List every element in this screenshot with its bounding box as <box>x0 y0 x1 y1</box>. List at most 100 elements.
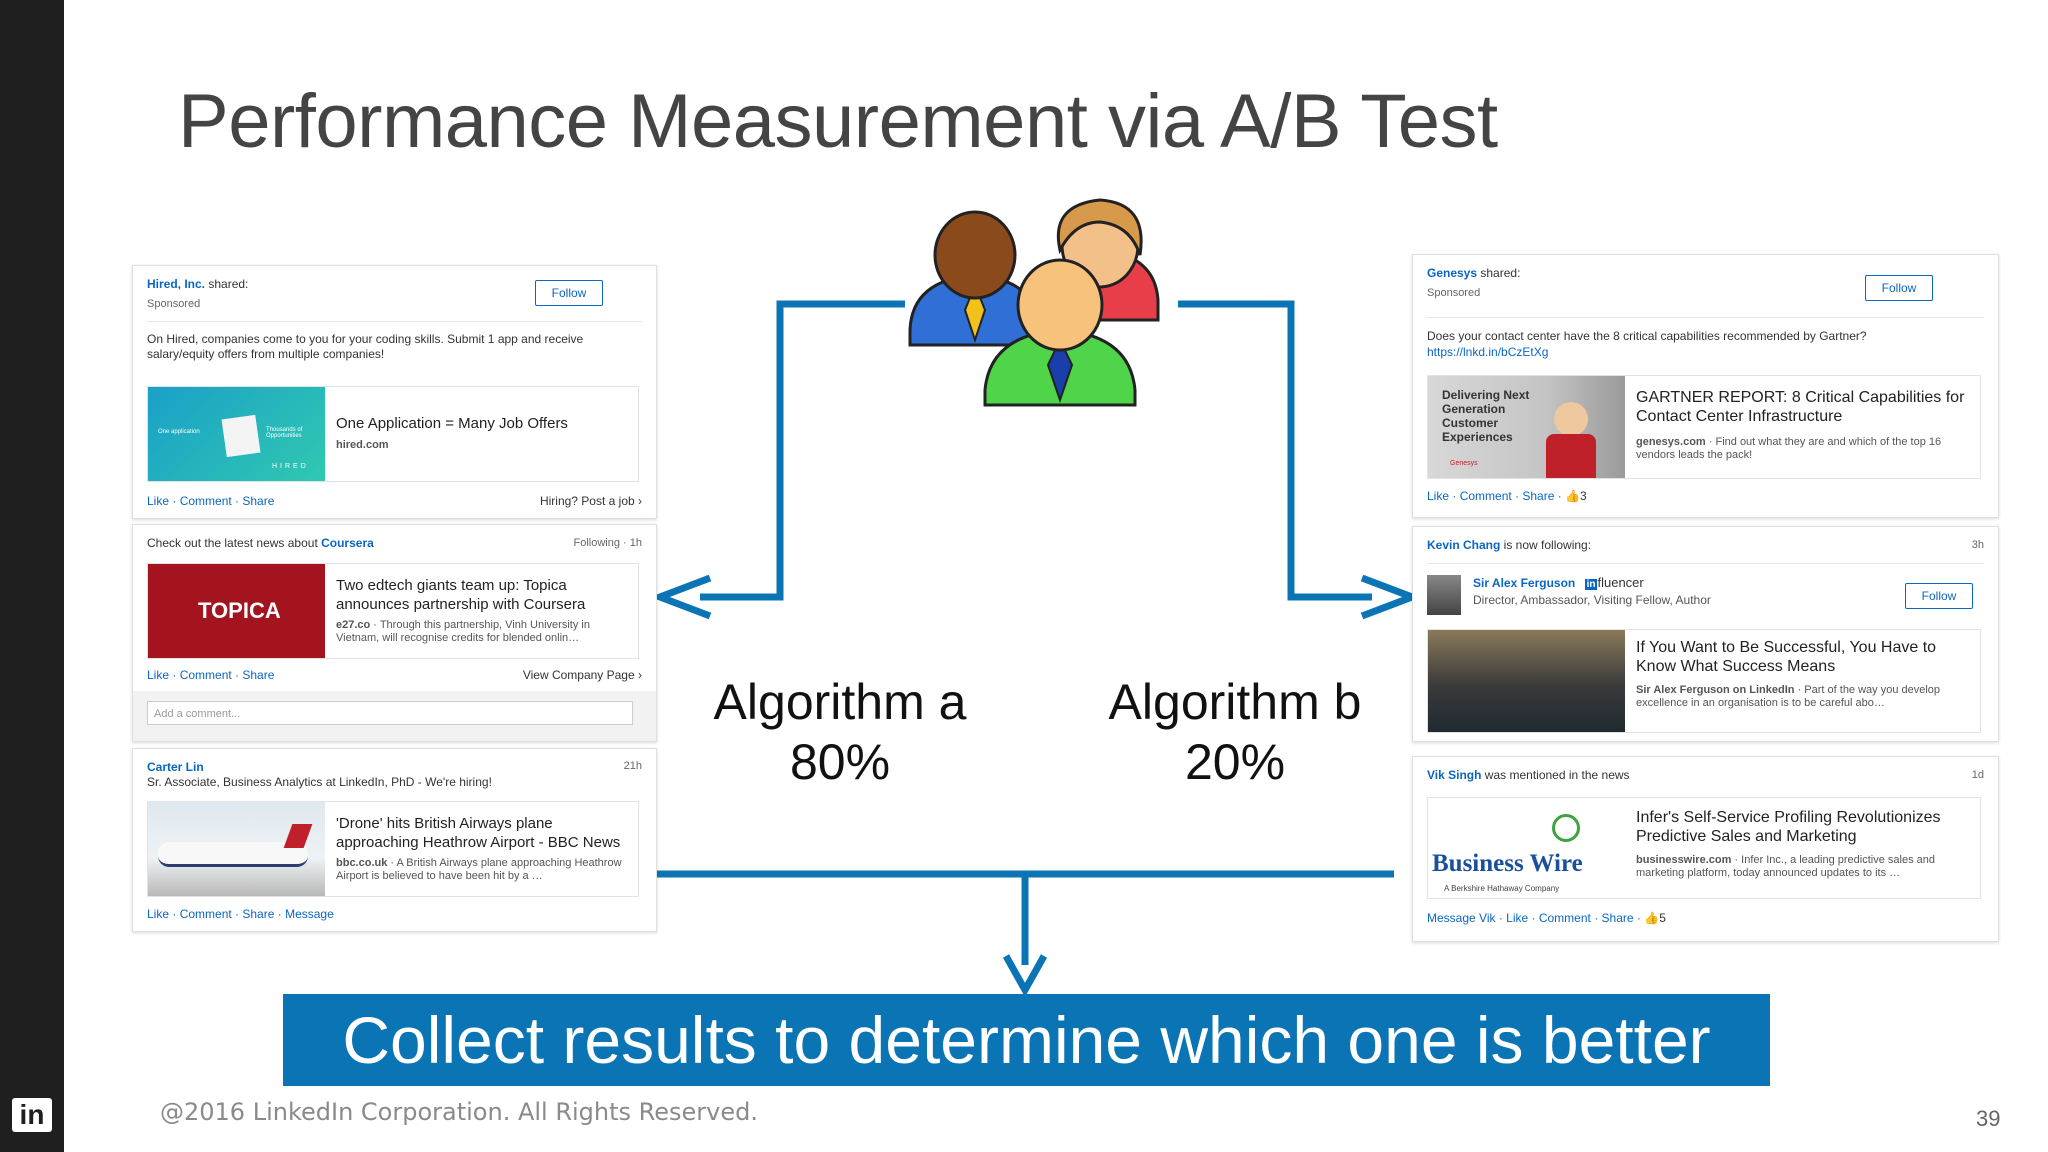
like-link[interactable]: Like <box>1427 489 1450 503</box>
left-sidebar: in <box>0 0 64 1152</box>
likes-count: 3 <box>1580 489 1587 503</box>
avatar[interactable] <box>1427 575 1461 615</box>
view-company-page-link[interactable]: View Company Page › <box>522 668 642 682</box>
follow-button[interactable]: Follow <box>535 280 603 306</box>
like-link[interactable]: Like <box>147 668 170 682</box>
airplane-icon <box>158 842 308 867</box>
article-preview[interactable]: If You Want to Be Successful, You Have t… <box>1427 629 1981 733</box>
algorithm-b-name: Algorithm b <box>1108 674 1362 730</box>
slide-title: Performance Measurement via A/B Test <box>178 79 1498 164</box>
share-link[interactable]: Share <box>1522 489 1555 503</box>
member-title: Sr. Associate, Business Analytics at Lin… <box>147 775 492 789</box>
member-name-link[interactable]: Vik Singh <box>1427 768 1482 782</box>
post-link[interactable]: https://lnkd.in/bCzEtXg <box>1427 345 1549 359</box>
share-link[interactable]: Share <box>242 494 275 508</box>
feed-card-vik-singh: Vik Singh was mentioned in the news 1d B… <box>1412 756 1999 942</box>
following-status[interactable]: Following <box>573 537 620 549</box>
member-name-link[interactable]: Kevin Chang <box>1427 538 1501 552</box>
page-number: 39 <box>1976 1106 2001 1131</box>
comment-link[interactable]: Comment <box>179 668 232 682</box>
influencer-badge-icon: in <box>1584 579 1598 590</box>
article-headline: If You Want to Be Successful, You Have t… <box>1636 639 1937 675</box>
article-preview[interactable]: Delivering Next Generation Customer Expe… <box>1427 375 1981 479</box>
share-link[interactable]: Share <box>1601 911 1634 925</box>
article-headline: One Application = Many Job Offers <box>336 415 568 432</box>
share-link[interactable]: Share <box>242 668 275 682</box>
article-source: e27.co <box>336 619 371 631</box>
copyright-text: @2016 LinkedIn Corporation. All Rights R… <box>160 1098 758 1126</box>
company-link[interactable]: Genesys <box>1427 266 1478 280</box>
message-link[interactable]: Message Vik <box>1427 911 1496 925</box>
thumbs-up-icon: 👍 <box>1565 489 1581 503</box>
article-snippet: Infer Inc., a leading predictive sales a… <box>1636 854 1935 879</box>
article-source: genesys.com <box>1636 436 1706 448</box>
feed-card-hired: Hired, Inc. shared: Sponsored Follow On … <box>132 265 657 519</box>
article-headline: GARTNER REPORT: 8 Critical Capabilities … <box>1636 389 1965 425</box>
map-icon <box>221 414 261 458</box>
feed-card-coursera: Check out the latest news about Coursera… <box>132 524 657 742</box>
sponsored-label: Sponsored <box>1427 287 1481 299</box>
article-thumbnail <box>1428 630 1625 732</box>
article-snippet: Through this partnership, Vinh Universit… <box>336 619 590 644</box>
feed-card-kevin-chang: Kevin Chang is now following: 3h Sir Ale… <box>1412 526 1999 742</box>
comment-link[interactable]: Comment <box>1459 489 1512 503</box>
feed-card-carter-lin: Carter Lin 21h Sr. Associate, Business A… <box>132 748 657 932</box>
article-snippet: Find out what they are and which of the … <box>1636 436 1942 461</box>
add-comment-input[interactable]: Add a comment... <box>147 701 633 725</box>
company-link[interactable]: Coursera <box>321 536 374 550</box>
influencer-name-link[interactable]: Sir Alex Ferguson <box>1473 576 1576 590</box>
article-snippet: Part of the way you develop excellence i… <box>1636 684 1941 709</box>
article-preview[interactable]: Business Wire A Berkshire Hathaway Compa… <box>1427 797 1981 899</box>
globe-icon <box>1552 814 1580 842</box>
algorithm-b-label: Algorithm b 20% <box>1090 672 1380 792</box>
arrow-to-right <box>1178 300 1372 601</box>
comment-link[interactable]: Comment <box>179 494 232 508</box>
like-link[interactable]: Like <box>147 907 170 921</box>
article-preview[interactable]: One application Thousands of Opportuniti… <box>147 386 639 482</box>
share-link[interactable]: Share <box>242 907 275 921</box>
algorithm-b-percent: 20% <box>1184 734 1286 790</box>
article-source: bbc.co.uk <box>336 857 388 869</box>
sponsored-label: Sponsored <box>147 298 201 310</box>
article-headline: Infer's Self-Service Profiling Revolutio… <box>1636 809 1941 845</box>
like-link[interactable]: Like <box>147 494 170 508</box>
article-source: hired.com <box>336 439 389 451</box>
follow-button[interactable]: Follow <box>1905 583 1973 609</box>
article-thumbnail: Delivering Next Generation Customer Expe… <box>1428 376 1625 478</box>
message-link[interactable]: Message <box>285 907 334 921</box>
follow-button[interactable]: Follow <box>1865 275 1933 301</box>
article-thumbnail: One application Thousands of Opportuniti… <box>148 387 325 481</box>
post-time: 3h <box>1971 539 1984 551</box>
article-preview[interactable]: 'Drone' hits British Airways plane appro… <box>147 801 639 897</box>
post-time: 1h <box>629 537 642 549</box>
like-link[interactable]: Like <box>1506 911 1529 925</box>
post-time: 21h <box>623 760 642 772</box>
algorithm-a-percent: 80% <box>789 734 891 790</box>
article-preview[interactable]: TOPICA Two edtech giants team up: Topica… <box>147 563 639 659</box>
post-body: Does your contact center have the 8 crit… <box>1427 329 1867 343</box>
article-headline: Two edtech giants team up: Topica announ… <box>336 577 586 613</box>
child-photo-icon <box>1554 402 1588 436</box>
conclusion-banner: Collect results to determine which one i… <box>283 994 1770 1086</box>
linkedin-logo-icon: in <box>12 1098 52 1132</box>
article-thumbnail <box>148 802 325 896</box>
influencer-title: Director, Ambassador, Visiting Fellow, A… <box>1473 593 1711 607</box>
comment-link[interactable]: Comment <box>1538 911 1591 925</box>
article-snippet: A British Airways plane approaching Heat… <box>336 857 622 882</box>
hiring-post-job-link[interactable]: Hiring? Post a job › <box>539 494 642 508</box>
arrow-to-left <box>700 300 905 601</box>
comment-link[interactable]: Comment <box>179 907 232 921</box>
article-headline: 'Drone' hits British Airways plane appro… <box>336 815 621 851</box>
thumbs-up-icon: 👍 <box>1644 911 1660 925</box>
likes-count: 5 <box>1659 911 1666 925</box>
post-time: 1d <box>1971 769 1984 781</box>
company-link[interactable]: Hired, Inc. <box>147 277 206 291</box>
article-thumbnail: TOPICA <box>148 564 325 658</box>
article-source: businesswire.com <box>1636 854 1732 866</box>
algorithm-a-name: Algorithm a <box>713 674 967 730</box>
feed-card-genesys: Genesys shared: Sponsored Follow Does yo… <box>1412 254 1999 518</box>
algorithm-a-label: Algorithm a 80% <box>700 672 980 792</box>
article-source: Sir Alex Ferguson on LinkedIn <box>1636 684 1795 696</box>
member-name-link[interactable]: Carter Lin <box>147 760 204 774</box>
